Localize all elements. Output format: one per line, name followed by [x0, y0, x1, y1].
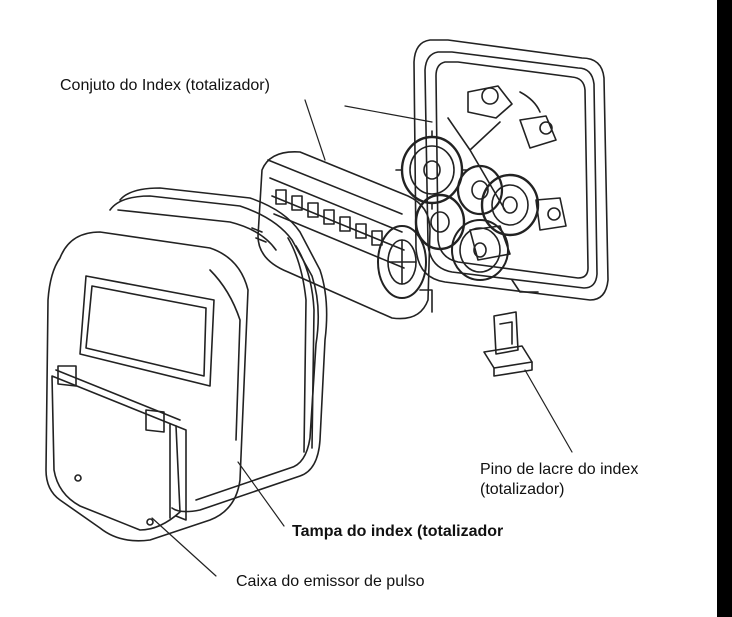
label-pulse-box: Caixa do emissor de pulso	[236, 573, 425, 590]
counter-drum	[251, 151, 433, 320]
back-plate	[413, 39, 609, 301]
leader-lines	[151, 99, 573, 577]
label-seal-pin: Pino de lacre do index (totalizador)	[480, 460, 720, 500]
label-index-assembly: Conjuto do Index (totalizador)	[60, 77, 270, 94]
gear-top-left	[395, 130, 469, 210]
label-seal-pin-line2: (totalizador)	[480, 481, 565, 498]
gear-lower-left	[414, 193, 466, 251]
pulse-box-shape	[45, 231, 249, 542]
gear-center	[456, 164, 504, 216]
index-cover-shape	[109, 187, 328, 513]
right-frame-border	[717, 0, 732, 617]
seal-pin-shape	[483, 311, 533, 377]
label-seal-pin-line1: Pino de lacre do index	[480, 461, 639, 478]
large-pulley	[451, 219, 509, 281]
label-index-cover: Tampa do index (totalizador	[292, 523, 504, 540]
gear-right	[480, 173, 540, 237]
